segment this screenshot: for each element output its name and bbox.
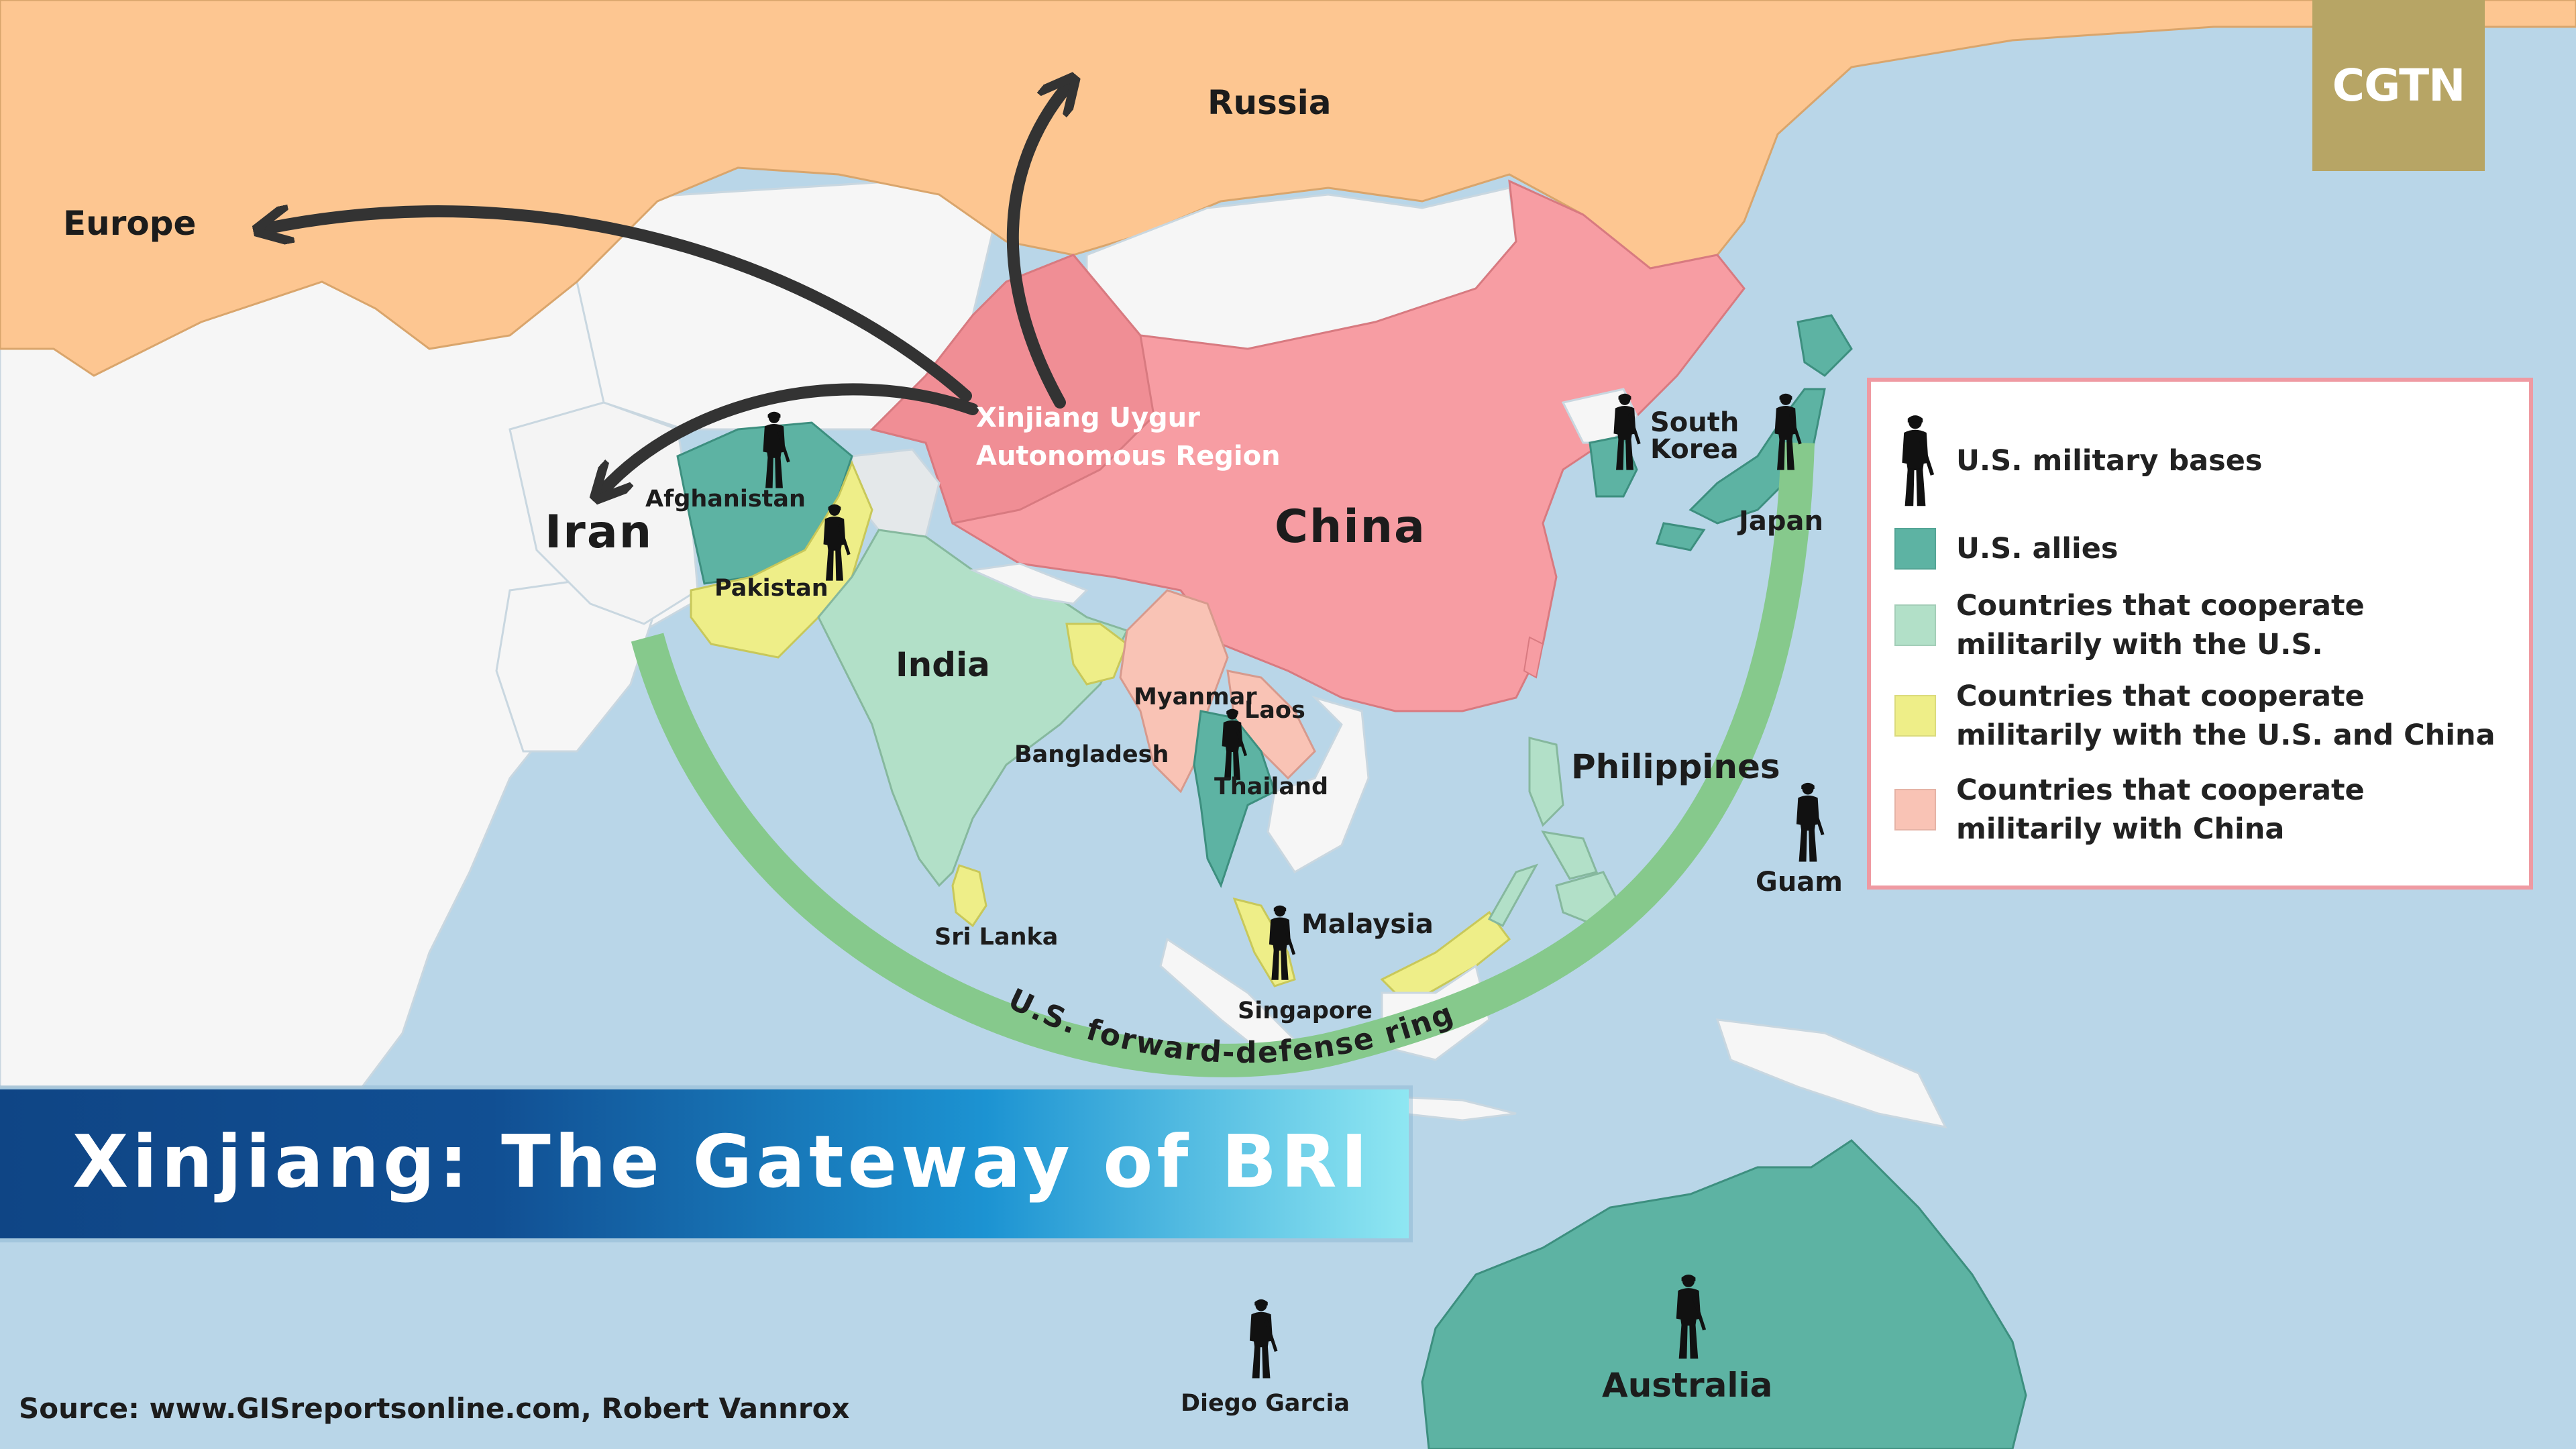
label-pakistan: Pakistan — [714, 575, 828, 602]
region-malaysia-peninsula — [1232, 897, 1296, 987]
source-credit: Source: www.GISreportsonline.com, Robert… — [19, 1392, 850, 1425]
soldier-icon — [1902, 415, 1934, 506]
land-taiwan — [1523, 636, 1544, 679]
legend-item-coop-us-china: Countries that cooperate militarily with… — [1894, 677, 2506, 755]
region-south-korea — [1589, 435, 1638, 498]
label-japan: Japan — [1739, 506, 1823, 537]
label-iran: Iran — [545, 506, 653, 559]
region-india — [817, 529, 1129, 888]
label-laos: Laos — [1244, 697, 1305, 724]
label-china: China — [1275, 500, 1426, 553]
cgtn-logo: CGTN — [2312, 0, 2485, 171]
legend-swatch — [1894, 695, 1936, 737]
label-thailand: Thailand — [1214, 773, 1328, 800]
region-russia — [0, 0, 2576, 377]
label-xinjiang-line2: Autonomous Region — [976, 441, 1281, 472]
land-nepal — [969, 562, 1089, 605]
arrow-to-europe — [268, 211, 972, 402]
label-afghanistan: Afghanistan — [645, 486, 806, 513]
legend-item-allies: U.S. allies — [1894, 528, 2506, 570]
legend-item-bases: U.S. military bases — [1894, 414, 2506, 508]
legend-label: Countries that cooperate militarily with… — [1956, 680, 2496, 752]
region-sri-lanka — [951, 864, 987, 928]
legend-item-coop-us: Countries that cooperate militarily with… — [1894, 586, 2506, 664]
page-title: Xinjiang: The Gateway of BRI — [72, 1120, 1372, 1204]
legend-label: Countries that cooperate militarily with… — [1956, 773, 2365, 846]
label-philippines: Philippines — [1571, 747, 1780, 786]
region-philippines — [1487, 737, 1625, 927]
label-south-korea-line2: Korea — [1650, 434, 1739, 465]
label-south-korea-line1: South — [1650, 407, 1739, 438]
region-japan — [1656, 314, 1853, 551]
label-bangladesh: Bangladesh — [1014, 741, 1169, 768]
legend-label: Countries that cooperate militarily with… — [1956, 589, 2365, 661]
label-india: India — [896, 645, 990, 684]
region-thailand — [1193, 710, 1276, 888]
label-russia: Russia — [1208, 83, 1332, 122]
arrow-to-iran — [604, 383, 979, 490]
legend-label: U.S. military bases — [1956, 444, 2263, 478]
region-bangladesh — [1065, 623, 1128, 686]
land-new-guinea — [1715, 1018, 1947, 1129]
arrow-to-russia — [1006, 87, 1067, 409]
region-pakistan — [690, 460, 873, 659]
label-australia: Australia — [1602, 1366, 1773, 1405]
forward-defense-ring — [631, 442, 1815, 1077]
region-australia — [1421, 1139, 2027, 1449]
legend-item-coop-china: Countries that cooperate militarily with… — [1894, 771, 2506, 849]
label-malaysia: Malaysia — [1301, 909, 1434, 940]
legend-box: U.S. military bases U.S. allies Countrie… — [1867, 378, 2533, 890]
label-myanmar: Myanmar — [1134, 684, 1257, 710]
label-diego-garcia: Diego Garcia — [1181, 1390, 1350, 1417]
label-guam: Guam — [1756, 867, 1843, 898]
legend-swatch — [1894, 604, 1936, 646]
label-singapore: Singapore — [1238, 998, 1373, 1024]
legend-swatch — [1894, 789, 1936, 830]
label-xinjiang-line1: Xinjiang Uygur — [976, 402, 1200, 433]
legend-label: U.S. allies — [1956, 532, 2118, 566]
land-indochina — [1267, 695, 1370, 873]
label-europe: Europe — [63, 204, 197, 243]
label-sri-lanka: Sri Lanka — [934, 924, 1059, 951]
legend-swatch — [1894, 528, 1936, 570]
title-banner: Xinjiang: The Gateway of BRI — [0, 1089, 1409, 1238]
